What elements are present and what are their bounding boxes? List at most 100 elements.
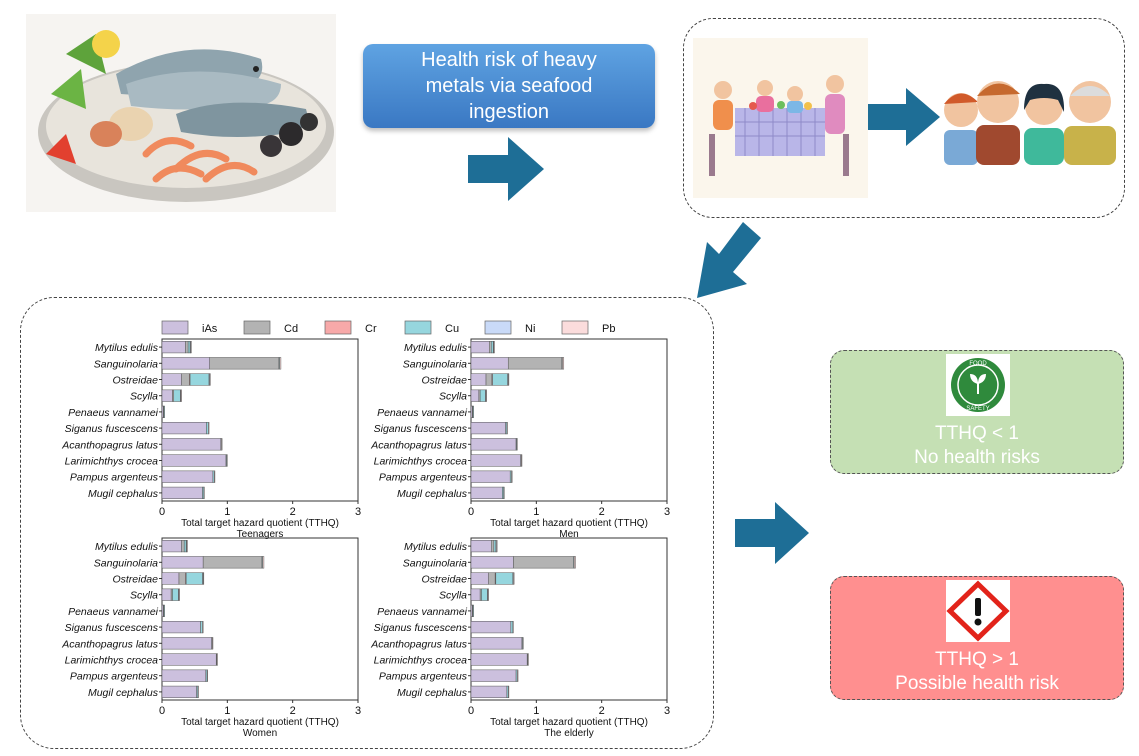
category-label: Ostreidae	[112, 375, 158, 387]
bar-cd	[488, 572, 496, 585]
bar-cu	[491, 341, 494, 354]
bar-cu	[173, 389, 181, 402]
bar-ias	[161, 470, 214, 483]
bar-cu	[187, 341, 191, 354]
bar-pb	[208, 422, 210, 435]
bar-ias	[470, 556, 514, 569]
plot-frame	[470, 338, 668, 502]
category-label: Mugil cephalus	[397, 687, 468, 699]
legend-label-cu: Cu	[445, 323, 459, 335]
x-tick-label: 1	[533, 506, 539, 518]
hazard-exclamation-icon	[946, 580, 1010, 642]
bar-pb	[496, 540, 498, 553]
bar-cd	[513, 556, 574, 569]
bar-pb	[216, 653, 218, 666]
category-label: Mytilus edulis	[95, 541, 159, 553]
x-tick-label: 1	[533, 705, 539, 717]
arrow-right-icon	[868, 88, 940, 146]
category-label: Acanthopagrus latus	[61, 439, 158, 451]
seafood-platter-image	[26, 14, 336, 212]
food-safety-badge-icon: FOOD SAFETY	[946, 354, 1010, 416]
category-label: Pampus argenteus	[379, 472, 468, 484]
risk-description: Possible health risk	[895, 673, 1059, 694]
bar-cu	[481, 588, 488, 601]
x-axis-label: Total target hazard quotient (TTHQ)	[490, 717, 648, 728]
bar-ias	[161, 422, 207, 435]
bar-pb	[197, 685, 199, 698]
bar-ias	[470, 653, 528, 666]
category-label: Sanguinolaria	[94, 358, 158, 370]
bar-cd	[178, 572, 186, 585]
bar-ias	[161, 357, 210, 370]
category-label: Larimichthys crocea	[374, 456, 468, 468]
bar-ias	[470, 637, 523, 650]
bar-pb	[573, 556, 576, 569]
bar-ias	[161, 588, 172, 601]
bar-cd	[491, 540, 495, 553]
x-tick-label: 0	[468, 506, 474, 518]
category-label: Penaeus vannamei	[377, 606, 468, 618]
possible-risk-result-box: TTHQ > 1 Possible health risk	[830, 576, 1124, 700]
bar-cd	[485, 373, 493, 386]
category-label: Larimichthys crocea	[65, 655, 159, 667]
category-label: Acanthopagrus latus	[370, 638, 467, 650]
bar-ias	[470, 438, 517, 451]
x-tick-label: 2	[290, 705, 296, 717]
bar-ias	[161, 621, 201, 634]
category-label: Siganus fuscescens	[374, 423, 468, 435]
category-label: Pampus argenteus	[379, 671, 468, 683]
panel-subtitle: Women	[243, 728, 277, 739]
legend-label-pb: Pb	[602, 323, 615, 335]
category-label: Ostreidae	[112, 574, 158, 586]
category-label: Siganus fuscescens	[65, 423, 159, 435]
bar-cu	[172, 588, 179, 601]
bar-pb	[506, 422, 508, 435]
bar-ias	[161, 669, 207, 682]
bar-ias	[161, 341, 186, 354]
x-tick-label: 3	[355, 506, 361, 518]
bar-pb	[503, 486, 505, 499]
bar-cu	[493, 540, 497, 553]
bar-pb	[522, 637, 524, 650]
bar-pb	[180, 389, 182, 402]
bar-cd	[181, 373, 190, 386]
bar-pb	[512, 621, 514, 634]
arrow-right-icon	[468, 137, 544, 201]
bar-ias	[161, 556, 204, 569]
x-tick-label: 3	[664, 705, 670, 717]
bar-pb	[562, 357, 565, 370]
bar-pb	[178, 588, 180, 601]
bar-ias	[161, 373, 182, 386]
bar-pb	[203, 486, 205, 499]
category-label: Sanguinolaria	[94, 557, 158, 569]
bar-pb	[206, 669, 208, 682]
bar-ias	[161, 486, 203, 499]
category-label: Acanthopagrus latus	[370, 439, 467, 451]
bar-pb	[513, 572, 515, 585]
bar-pb	[507, 685, 510, 698]
category-label: Ostreidae	[421, 574, 467, 586]
arrow-right-icon	[735, 502, 809, 564]
bar-pb	[487, 588, 489, 601]
x-axis-label: Total target hazard quotient (TTHQ)	[490, 518, 648, 529]
legend-swatch-ias	[161, 320, 189, 335]
no-risk-description: No health risks	[914, 447, 1040, 468]
bar-cu	[492, 373, 508, 386]
bar-cu	[479, 389, 486, 402]
bar-cu	[472, 604, 474, 617]
category-label: Scylla	[130, 391, 158, 403]
legend-label-ias: iAs	[202, 323, 218, 335]
population-faces-illustration	[944, 81, 1116, 165]
bar-ias	[470, 540, 492, 553]
bar-pb	[485, 389, 487, 402]
category-label: Scylla	[130, 590, 158, 602]
category-label: Larimichthys crocea	[374, 655, 468, 667]
category-label: Mugil cephalus	[397, 488, 468, 500]
bar-ias	[470, 621, 512, 634]
x-tick-label: 0	[468, 705, 474, 717]
bar-cd	[507, 357, 563, 370]
x-tick-label: 3	[355, 705, 361, 717]
bar-cd	[185, 341, 189, 354]
category-label: Pampus argenteus	[70, 472, 159, 484]
